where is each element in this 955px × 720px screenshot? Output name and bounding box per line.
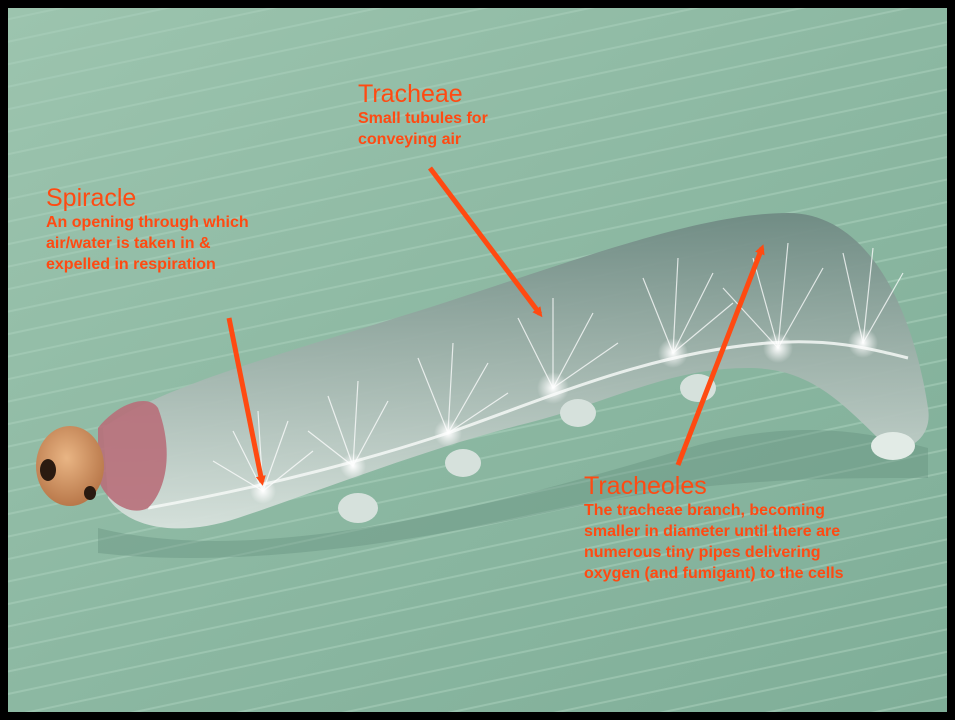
spiracle-label: Spiracle An opening through which air/wa… (46, 184, 336, 275)
tracheoles-title: Tracheoles (584, 472, 944, 500)
tracheoles-description: The tracheae branch, becoming smaller in… (584, 500, 944, 584)
tracheoles-label: Tracheoles The tracheae branch, becoming… (584, 472, 944, 584)
spiracle-title: Spiracle (46, 184, 336, 212)
tracheae-label: Tracheae Small tubules for conveying air (358, 80, 558, 150)
tracheae-title: Tracheae (358, 80, 558, 108)
tracheae-description: Small tubules for conveying air (358, 108, 558, 150)
spiracle-description: An opening through which air/water is ta… (46, 212, 336, 275)
